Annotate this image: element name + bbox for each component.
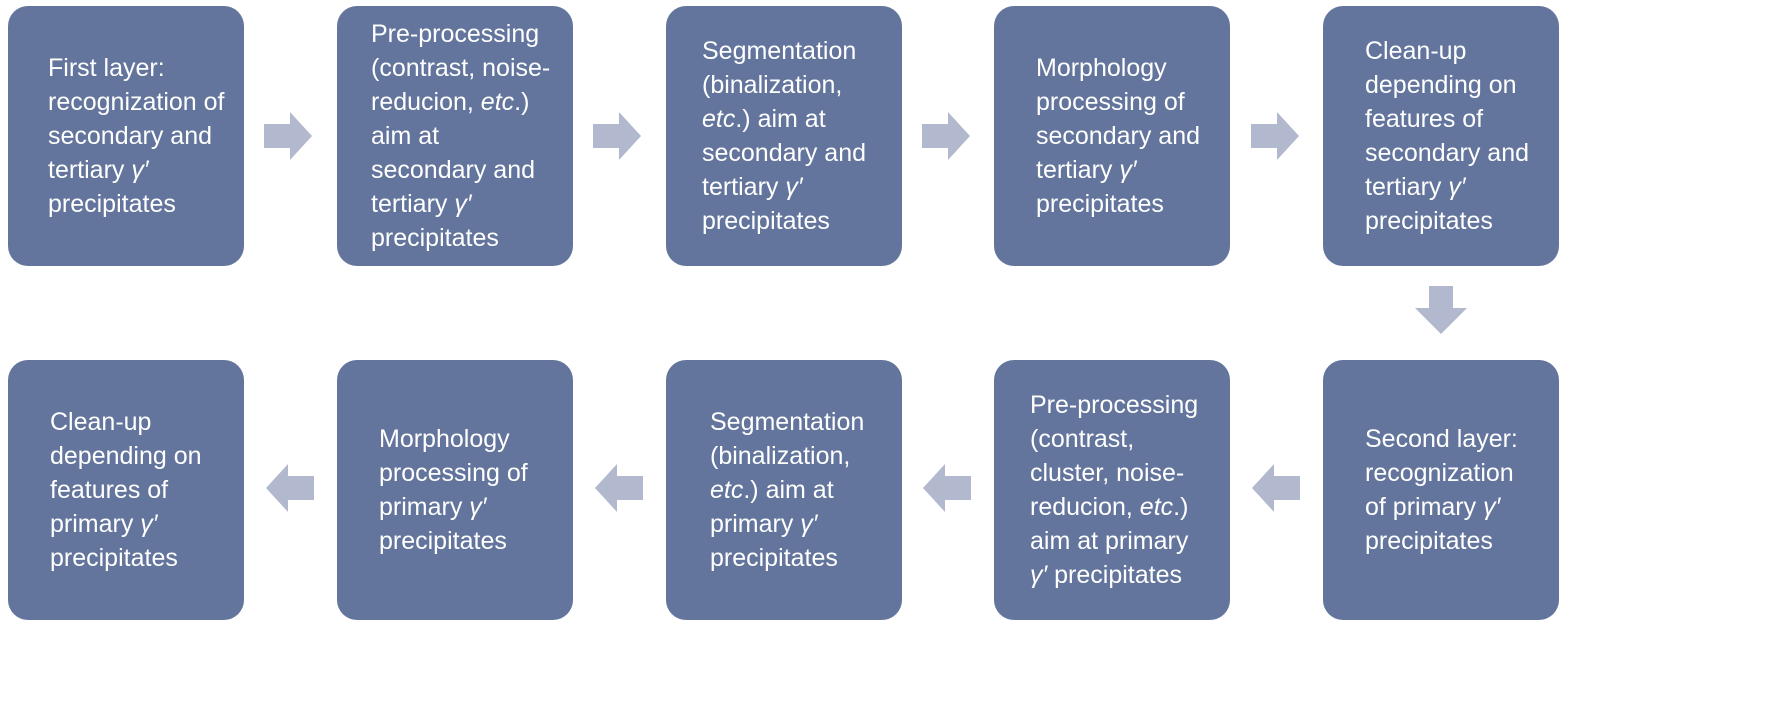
step-second-layer-text: Second layer: recognization of primary γ… — [1365, 422, 1541, 558]
gamma-prime-symbol: γ′ — [469, 493, 487, 521]
text-run: .) aim at secondary and tertiary — [371, 88, 542, 218]
step-segmentation-2-text: Segmentation (binalization, etc.) aim at… — [710, 405, 884, 575]
arrow-right-icon — [1251, 112, 1299, 160]
text-run: .) aim at primary — [710, 476, 841, 538]
text-run-italic: etc — [480, 88, 515, 116]
step-pre-processing-1-text: Pre-processing (contrast, noise-reducion… — [371, 17, 555, 255]
text-run: Segmentation (binalization, — [710, 408, 872, 470]
gamma-prime-symbol: γ′ — [454, 190, 472, 218]
step-segmentation-2: Segmentation (binalization, etc.) aim at… — [666, 360, 902, 620]
text-run: precipitates — [1047, 561, 1182, 589]
arrow-down-icon — [1415, 286, 1467, 334]
text-run: Morphology processing of secondary and t… — [1036, 54, 1207, 184]
text-run: precipitates — [1365, 173, 1493, 235]
step-morphology-1: Morphology processing of secondary and t… — [994, 6, 1230, 266]
text-run: precipitates — [710, 510, 838, 572]
text-run: precipitates — [702, 173, 830, 235]
step-pre-processing-2-text: Pre-processing (contrast, cluster, noise… — [1030, 388, 1212, 592]
text-run-italic: etc — [1139, 493, 1174, 521]
text-run: Second layer: recognization of primary — [1365, 425, 1525, 521]
text-run: Pre-processing (contrast, cluster, noise… — [1030, 391, 1206, 521]
gamma-prime-symbol: γ′ — [1030, 561, 1048, 589]
arrow-left-icon — [1252, 464, 1300, 512]
step-clean-up-1: Clean-up depending on features of second… — [1323, 6, 1559, 266]
arrow-left-icon — [595, 464, 643, 512]
step-first-layer-text: First layer: recognization of secondary … — [48, 51, 226, 221]
text-run: precipitates — [371, 190, 499, 252]
step-morphology-2-text: Morphology processing of primary γ′ prec… — [379, 422, 555, 558]
gamma-prime-symbol: γ′ — [140, 510, 158, 538]
text-run: Segmentation (binalization, — [702, 37, 864, 99]
text-run: precipitates — [1036, 156, 1164, 218]
text-run-italic: etc — [702, 105, 736, 133]
gamma-prime-symbol: γ′ — [785, 173, 803, 201]
text-run: precipitates — [1365, 493, 1508, 555]
arrow-right-icon — [264, 112, 312, 160]
gamma-prime-symbol: γ′ — [1448, 173, 1466, 201]
step-morphology-1-text: Morphology processing of secondary and t… — [1036, 51, 1212, 221]
step-segmentation-1-text: Segmentation (binalization, etc.) aim at… — [702, 34, 884, 238]
arrow-right-icon — [922, 112, 970, 160]
step-clean-up-1-text: Clean-up depending on features of second… — [1365, 34, 1541, 238]
step-first-layer: First layer: recognization of secondary … — [8, 6, 244, 266]
text-run: Clean-up depending on features of primar… — [50, 408, 209, 538]
text-run: .) aim at primary — [1030, 493, 1196, 555]
arrow-right-icon — [593, 112, 641, 160]
step-segmentation-1: Segmentation (binalization, etc.) aim at… — [666, 6, 902, 266]
step-pre-processing-2: Pre-processing (contrast, cluster, noise… — [994, 360, 1230, 620]
text-run: precipitates — [379, 493, 507, 555]
text-run: Clean-up depending on features of second… — [1365, 37, 1536, 201]
text-run: precipitates — [48, 156, 176, 218]
text-run: First layer: recognization of secondary … — [48, 54, 232, 184]
step-second-layer: Second layer: recognization of primary γ… — [1323, 360, 1559, 620]
step-morphology-2: Morphology processing of primary γ′ prec… — [337, 360, 573, 620]
arrow-left-icon — [923, 464, 971, 512]
text-run: .) aim at secondary and tertiary — [702, 105, 873, 201]
step-pre-processing-1: Pre-processing (contrast, noise-reducion… — [337, 6, 573, 266]
gamma-prime-symbol: γ′ — [1483, 493, 1501, 521]
text-run: precipitates — [50, 510, 178, 572]
step-clean-up-2-text: Clean-up depending on features of primar… — [50, 405, 226, 575]
text-run: Morphology processing of primary — [379, 425, 535, 521]
gamma-prime-symbol: γ′ — [1119, 156, 1137, 184]
step-clean-up-2: Clean-up depending on features of primar… — [8, 360, 244, 620]
text-run-italic: etc — [710, 476, 744, 504]
gamma-prime-symbol: γ′ — [131, 156, 149, 184]
gamma-prime-symbol: γ′ — [800, 510, 818, 538]
text-run: Pre-processing (contrast, noise-reducion… — [371, 20, 551, 116]
arrow-left-icon — [266, 464, 314, 512]
